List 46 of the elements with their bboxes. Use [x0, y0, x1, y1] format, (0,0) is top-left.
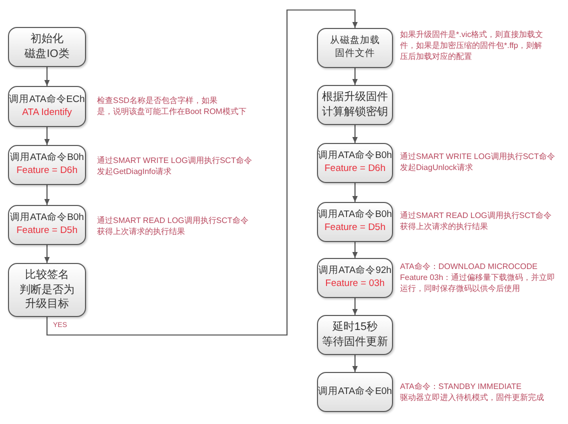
step-text: 调用ATA命令B0h: [10, 152, 84, 165]
step-text: 调用ATA命令B0h: [10, 212, 84, 225]
parameter-text: Feature = D5h: [324, 222, 386, 235]
process-box: [317, 28, 393, 68]
arrow: [352, 183, 358, 202]
step-text: 根据升级固件计算解锁密钥: [322, 90, 388, 120]
parameter-text: Feature = 03h: [325, 278, 385, 291]
arrow: [44, 185, 50, 205]
process-box: [317, 372, 393, 412]
process-box: [317, 143, 393, 183]
arrow: [352, 242, 358, 258]
step-text: 从磁盘加载固件文件: [330, 35, 380, 61]
annotation-text: 通过SMART READ LOG调用执行SCT命令获得上次请求的执行结果: [400, 210, 552, 232]
parameter-text: Feature = D5h: [16, 225, 78, 238]
annotation-text: 检查SSD名称是否包含字样，如果是，说明该盘可能工作在Boot ROM模式下: [97, 95, 246, 117]
step-text: 调用ATA命令92h: [318, 265, 392, 278]
parameter-text: ATA Identify: [22, 106, 72, 120]
annotation-text: ATA命令：DOWNLOAD MICROCODE Feature 03h：通过偏移量下载微码，并立即运行，同时保存微码以供今后使用: [400, 261, 556, 294]
step-text: 调用ATA命令B0h: [318, 209, 392, 222]
arrow: [352, 68, 358, 85]
arrow: [44, 67, 50, 86]
parameter-text: Feature = D6h: [16, 165, 78, 178]
annotation-text: 通过SMART READ LOG调用执行SCT命令获得上次请求的执行结果: [97, 215, 248, 237]
arrow: [352, 125, 358, 143]
process-box: [317, 202, 393, 242]
step-text: 调用ATA命令ECh: [9, 94, 85, 106]
parameter-text: Feature = D6h: [324, 163, 386, 176]
arrow: [352, 298, 358, 315]
step-text: 比较签名判断是否为升级目标: [20, 268, 74, 312]
process-box: [8, 27, 86, 67]
step-text: 调用ATA命令B0h: [318, 150, 392, 163]
step-text: 延时15秒等待固件更新: [322, 320, 388, 350]
annotation-text: 如果升级固件是*.vic格式，则直接加载文件，如果是加密压缩的固件包*.ffp，则解压后加载对应的配置: [400, 29, 544, 62]
process-box: [8, 86, 86, 127]
process-box: [317, 258, 393, 298]
step-text: 调用ATA命令E0h: [318, 386, 392, 398]
step-text: 初始化磁盘IO类: [24, 32, 70, 62]
process-box: [8, 145, 86, 185]
annotation-text: 通过SMART WRITE LOG调用执行SCT命令发起GetDiagInfo请求: [97, 155, 252, 177]
annotation-text: 通过SMART WRITE LOG调用执行SCT命令发起DiagUnlock请求: [400, 151, 555, 173]
process-box: [8, 205, 86, 245]
arrow: [44, 127, 50, 145]
arrow: [44, 245, 50, 263]
process-box: [8, 263, 86, 317]
arrow: [352, 355, 358, 372]
annotation-text: ATA命令：STANDBY IMMEDIATE 驱动器立即进入待机模式，固件更新完成: [400, 381, 544, 403]
